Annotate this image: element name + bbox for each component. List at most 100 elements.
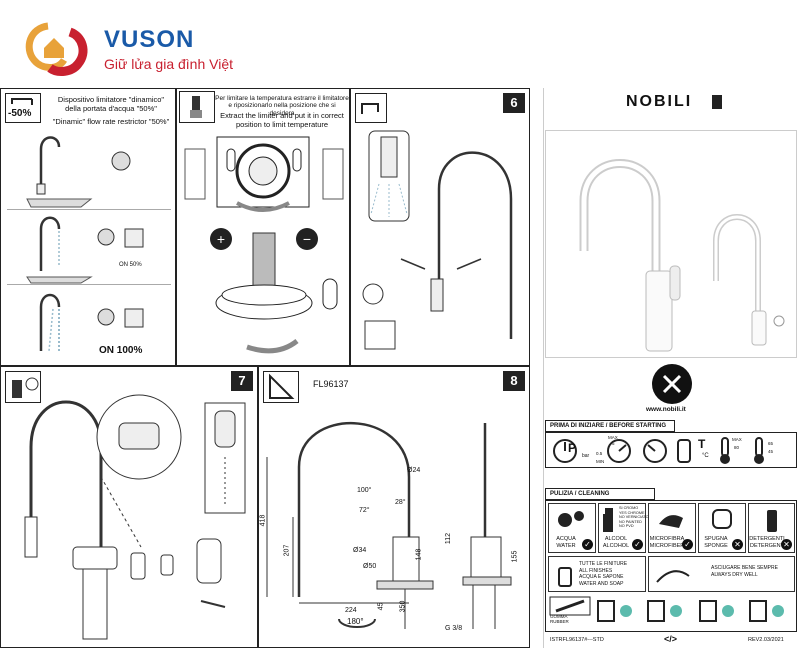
step-number: 7 [231,371,253,391]
recycle-icons [549,596,784,622]
restrictor-it-text: Dispositivo limitatore "dinamico" della … [57,95,165,113]
detergent-bottle-icon [767,510,777,532]
panel-flow-restrictor: -50% Dispositivo limitatore "dinamico" d… [0,88,176,366]
footer-code: ISTRFL96137#---STD [550,637,604,643]
limiter-en-text: Extract the limiter and put it in correc… [220,111,344,129]
dim-d50: Ø50 [363,563,377,570]
dim-d34: Ø34 [353,547,367,554]
cleaning-header: PULIZIA / CLEANING [545,488,655,500]
panel-step-8-dimensions: 8 FL96137 418 207 224 350 45 148 112 155… [258,366,530,648]
gauge-5: 5 [612,441,615,446]
temp-max: MAX [732,437,742,442]
pressure-p: P [568,441,577,455]
badge-50: -50% [5,93,41,123]
divider [7,209,171,210]
clean-alcohol-cell: SI CROMO YES CHROME NO VERNICIATO NO PAI… [598,503,649,553]
tools-icon [652,364,692,404]
dry-well-cell: ASCIUGARE BENE SEMPRE ALWAYS DRY WELL [648,556,795,592]
pressure-bar: bar [582,453,590,459]
limiter-drawing: + − [184,136,344,354]
wrench-screwdriver-icon [662,374,682,394]
step-number: 8 [503,371,525,391]
spray-icon-box [355,93,387,123]
check-icon: ✓ [682,539,693,550]
restrictor-en-text: "Dinamic" flow rate restrictor "50%" [52,117,170,126]
code-icon: </> [664,634,678,644]
before-starting-header: PRIMA DI INIZIARE / BEFORE STARTING [545,420,675,432]
dim-45: 45 [377,602,385,611]
gauge-05: 0.5 [596,451,603,456]
dim-350: 350 [399,600,407,613]
gauge-min: MIN [596,459,605,464]
dim-72deg: 72° [359,507,370,514]
product-faucet-image [579,159,785,352]
spray-icon [361,103,379,114]
assembly-drawing [24,394,246,640]
svg-text:+: + [217,231,225,247]
label-on50: ON 50% [119,262,142,268]
faucet-drawing [26,136,144,352]
all-finishes-cell: TUTTE LE FINITURE ALL FINISHES ACQUA E S… [548,556,646,592]
right-panel-border [543,88,800,648]
temp-degc: °C [702,453,709,459]
check-icon: ✓ [582,539,593,550]
water-drops-icon [558,511,584,527]
dimension-drawing [266,422,512,629]
label-on100: ON 100% [99,345,143,356]
temp-t: T [698,437,706,451]
screwdriver-icon [190,96,202,118]
recycling-row: GOMMA RUBBER [548,595,795,629]
dim-155: 155 [511,550,519,563]
brand-logo [18,18,98,78]
panel-step-7: 7 [0,366,258,648]
wipe-hand-icon [656,570,690,583]
dim-207: 207 [283,544,291,557]
dim-418: 418 [259,514,267,527]
cross-icon: ✕ [781,539,792,550]
pull-out-drawing [362,130,513,350]
temp-45: 45 [768,449,774,454]
svg-text:−: − [303,231,311,247]
cleaning-grid [545,500,797,632]
filter-icon [677,439,691,463]
gauge-max: MAX [608,435,618,440]
tap-icon [11,98,33,105]
product-image-frame [545,130,797,358]
dim-28deg: 28° [395,499,406,506]
step-number: 6 [503,93,525,113]
limiter-it-text: Per limitare la temperatura estrarre il … [215,95,349,117]
temp-80: 80 [734,445,740,450]
thermometer-icon-2 [754,437,764,464]
dim-100deg: 100° [357,487,372,494]
dim-224: 224 [345,607,357,614]
footer-revision: REV2.03/2021 [748,637,784,643]
cleaner-bottle-icon [12,377,39,398]
vuson-logo-icon [25,22,88,76]
ruler-icon-box [263,371,299,403]
cleaner-icon-box [5,371,41,403]
before-starting-row: P bar MAX 5 0.5 MIN T °C MAX 80 65 45 [545,432,797,468]
dim-180deg: 180° [347,617,364,626]
brand-tagline: Giữ lửa gia đình Việt [104,56,234,72]
website-link[interactable]: www.nobili.it [646,406,686,413]
set-square-icon [269,373,295,399]
gauge-icon-2 [643,439,667,463]
brand-name: VUSON [104,26,195,53]
spray-bottle-icon [603,508,613,532]
panel-step-6: 6 [350,88,530,366]
divider [7,284,171,285]
clean-water-cell: ACQUA WATER ✓ [548,503,596,553]
check-icon: ✓ [632,539,643,550]
clean-sponge-cell: SPUGNA SPONGE ✕ [698,503,746,553]
dim-d24: Ø24 [407,467,421,474]
pressure-icon [553,439,577,463]
model-code: FL96137 [313,379,349,389]
nobili-logo: NOBILI [626,93,693,110]
gauge-icon [607,439,631,463]
sponge-icon [712,509,732,529]
clean-detergent-cell: DETERGENTI DETERGENT ✕ [748,503,795,553]
clean-microfiber-cell: MICROFIBRA MICROFIBER ✓ [648,503,696,553]
temp-65: 65 [768,441,774,446]
dim-112: 112 [445,532,453,545]
dim-g38: G 3/8 [445,625,463,632]
